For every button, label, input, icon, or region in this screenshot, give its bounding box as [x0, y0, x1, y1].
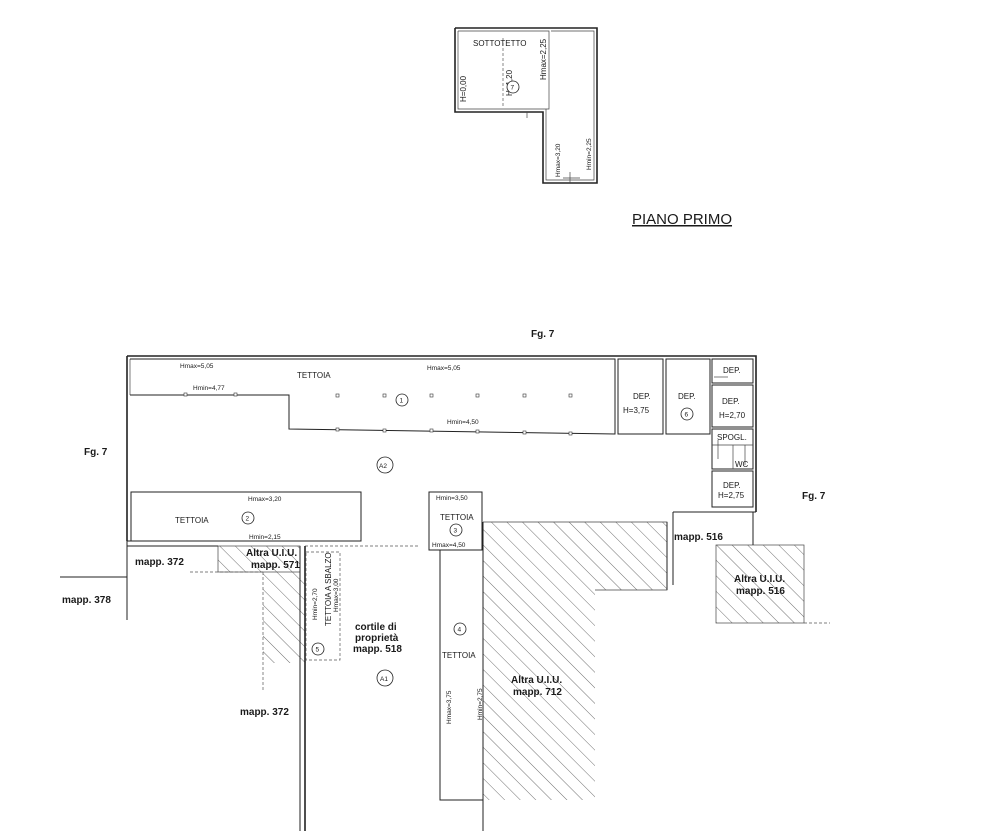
dep-e-label: DEP.	[723, 481, 741, 490]
cortile-line2: proprietà	[355, 633, 399, 644]
mapp-372-top: mapp. 372	[135, 557, 184, 568]
dep-d-label: DEP.	[722, 397, 740, 406]
tettoia1-hmin-right: Hmin=4,50	[447, 419, 479, 426]
tettoia3-hmax: Hmax=4,50	[432, 542, 466, 549]
tettoia-3: Hmin=3,50 TETTOIA 3 Hmax=4,50	[428, 491, 483, 551]
sheet-label-left: Fg. 7	[84, 447, 108, 458]
tettoia-1: Hmax=5,05 Hmin=4,77 TETTOIA Hmax=5,05 Hm…	[130, 358, 616, 436]
altra-uiu-571-line1: Altra U.I.U.	[246, 548, 297, 559]
deposit-rooms: DEP. H=3,75 DEP. 6 DEP. DEP. H=2,70 SPOG…	[617, 358, 754, 508]
tettoia-5: Hmin=2,70 TETTOIA A SBALZO Hmax=3,00 5	[305, 551, 341, 661]
tettoia1-hmin-left: Hmin=4,77	[193, 385, 225, 392]
dep-a-label: DEP.	[633, 392, 651, 401]
dep-a-height: H=3,75	[623, 406, 650, 415]
sheet-label-right: Fg. 7	[802, 491, 826, 502]
altra-uiu-571-line2: mapp. 571	[251, 560, 300, 571]
tettoia-2: Hmax=3,20 TETTOIA 2 Hmin=2,15	[130, 491, 362, 542]
sheet-label-top: Fg. 7	[531, 329, 555, 340]
room-number-7: 7	[511, 85, 515, 92]
sottotetto-h0: H=0,00	[459, 75, 468, 102]
altra-uiu-712-line1: Altra U.I.U.	[511, 675, 562, 686]
sottotetto-hmax: Hmax=2,25	[539, 38, 548, 80]
sottotetto-label: SOTTOTETTO	[473, 39, 526, 48]
altra-uiu-516-line2: mapp. 516	[736, 586, 785, 597]
tettoia-4: 4 TETTOIA Hmax=3,75 Hmin=2,75	[439, 550, 484, 801]
plan-title: PIANO PRIMO	[632, 211, 732, 228]
area-label-a1: A1	[380, 676, 388, 683]
tettoia5-hmin: Hmin=2,70	[312, 588, 319, 620]
room-number-4: 4	[458, 627, 462, 634]
dep-e-height: H=2,75	[718, 491, 745, 500]
tettoia2-hmax: Hmax=3,20	[248, 496, 282, 503]
tettoia2-hmin: Hmin=2,15	[249, 534, 281, 541]
tettoia4-hmin: Hmin=2,75	[477, 688, 484, 720]
mapp-372-bottom: mapp. 372	[240, 707, 289, 718]
cortile-line1: cortile di	[355, 622, 397, 633]
hatched-areas	[217, 521, 805, 800]
dep-c-label: DEP.	[723, 366, 741, 375]
cortile-line3: mapp. 518	[353, 644, 402, 655]
tettoia4-hmax: Hmax=3,75	[446, 690, 453, 724]
room-number-6: 6	[685, 412, 689, 419]
spogl-label: SPOGL.	[717, 433, 747, 442]
tettoia4-label: TETTOIA	[442, 651, 476, 660]
tettoia1-hmax-left: Hmax=5,05	[180, 363, 214, 370]
room-number-3: 3	[454, 528, 458, 535]
mapp-516: mapp. 516	[674, 532, 723, 543]
wc-label: WC	[735, 460, 749, 469]
altra-uiu-516-line1: Altra U.I.U.	[734, 574, 785, 585]
tettoia1-label: TETTOIA	[297, 371, 331, 380]
sottotetto-plan: SOTTOTETTO H=0,00 H=1,20 Hmax=2,25 7 Hma…	[454, 27, 598, 184]
tettoia3-hmin: Hmin=3,50	[436, 495, 468, 502]
room-number-1: 1	[400, 398, 404, 405]
tettoia5-label: TETTOIA A SBALZO	[324, 552, 333, 626]
mapp-378: mapp. 378	[62, 595, 111, 606]
tettoia2-label: TETTOIA	[175, 516, 209, 525]
room-number-2: 2	[246, 516, 250, 523]
tettoia5-hmax: Hmax=3,00	[333, 578, 340, 612]
altra-uiu-712-line2: mapp. 712	[513, 687, 562, 698]
tettoia1-hmax-right: Hmax=5,05	[427, 365, 461, 372]
sottotetto-hmax-lower: Hmax=3,20	[555, 143, 562, 177]
dep-d-height: H=2,70	[719, 411, 746, 420]
sottotetto-hmin-lower: Hmin=2,25	[586, 138, 593, 170]
dep-b-label: DEP.	[678, 392, 696, 401]
tettoia3-label: TETTOIA	[440, 513, 474, 522]
area-label-a2: A2	[379, 463, 387, 470]
room-number-5: 5	[316, 647, 320, 654]
